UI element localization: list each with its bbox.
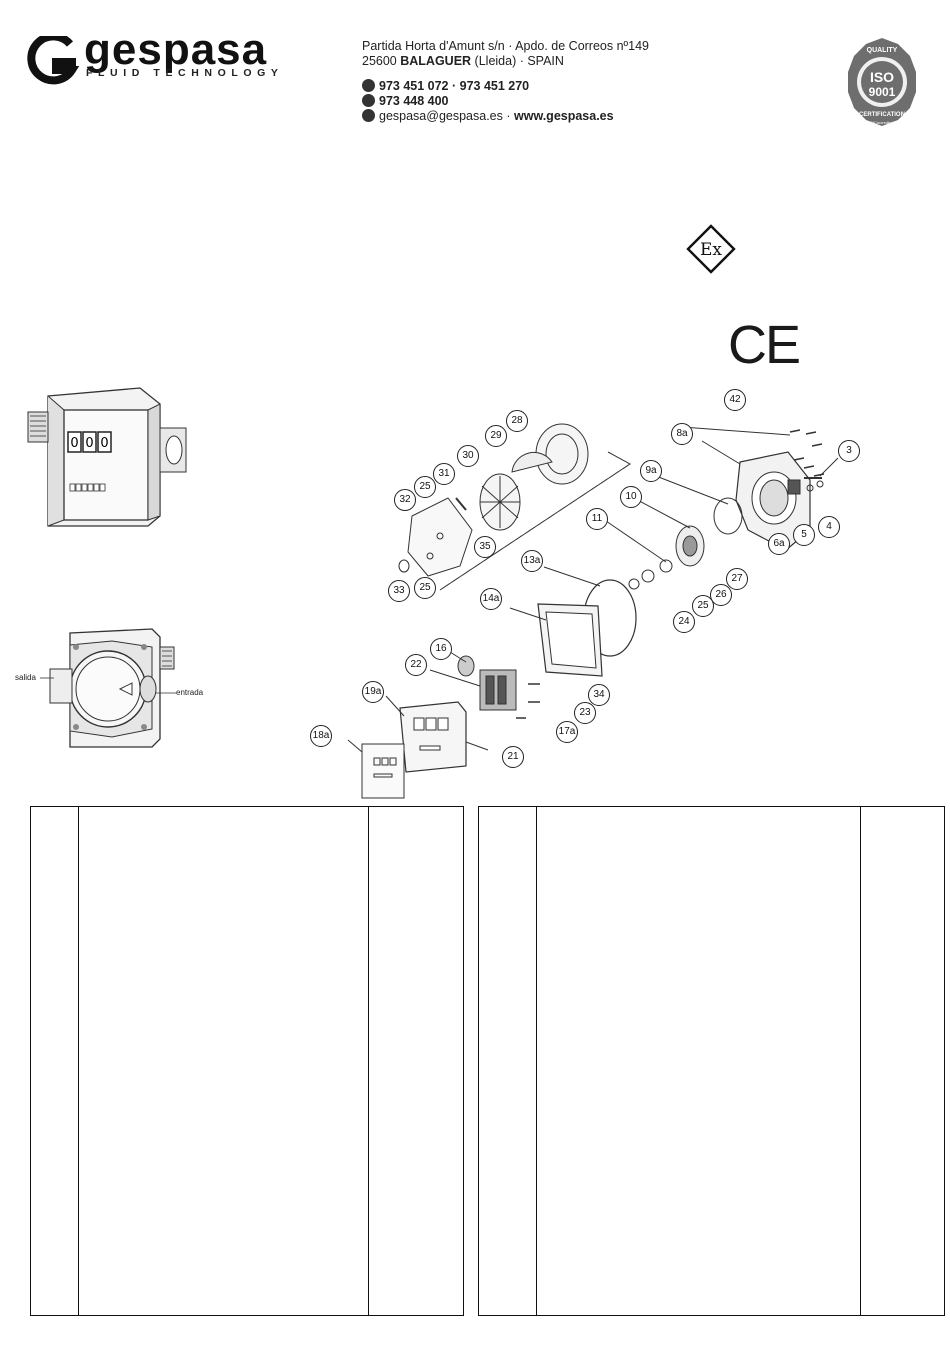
callout-16: 16: [430, 638, 452, 660]
callout-24: 24: [673, 611, 695, 633]
iso-top-text: QUALITY: [867, 47, 898, 54]
callout-25-b: 25: [692, 595, 714, 617]
callout-33: 33: [388, 580, 410, 602]
callout-17a: 17a: [556, 721, 578, 743]
svg-text:0: 0: [85, 436, 93, 451]
callout-22: 22: [405, 654, 427, 676]
ce-mark-icon: CE: [728, 315, 801, 375]
callout-5: 5: [793, 524, 815, 546]
callout-34: 34: [588, 684, 610, 706]
iso-number: 9001: [869, 85, 896, 99]
entrada-label: entrada: [176, 688, 204, 697]
email-icon: [362, 109, 375, 122]
callout-10: 10: [620, 486, 642, 508]
callout-35: 35: [474, 536, 496, 558]
callout-14a: 14a: [480, 588, 502, 610]
svg-text:Ex: Ex: [700, 240, 722, 260]
callout-28: 28: [506, 410, 528, 432]
parts-table-right: [478, 806, 945, 1316]
callout-19a: 19a: [362, 681, 384, 703]
meter-front-view: 0 0 0: [27, 387, 187, 527]
callout-9a: 9a: [640, 460, 662, 482]
table-divider: [860, 807, 861, 1315]
table-divider: [536, 807, 537, 1315]
callout-11: 11: [586, 508, 608, 530]
iso-footer-text: by EMCaccredited Co.: [864, 121, 900, 125]
callout-25-c: 25: [414, 577, 436, 599]
callout-23: 23: [574, 702, 596, 724]
table-divider: [368, 807, 369, 1315]
iso-9001-badge-icon: QUALITY ISO 9001 CERTIFICATION by EMCacc…: [848, 38, 916, 126]
brand-name: gespasa: [84, 25, 268, 74]
exploded-parts-diagram: [347, 423, 839, 799]
callout-27: 27: [726, 568, 748, 590]
callout-8a: 8a: [671, 423, 693, 445]
meter-side-view: [40, 628, 176, 748]
iso-bottom-text: CERTIFICATION: [859, 112, 905, 118]
address-line-1: Partida Horta d'Amunt s/n · Apdo. de Cor…: [362, 39, 649, 53]
callout-31: 31: [433, 463, 455, 485]
salida-label: salida: [15, 673, 36, 682]
gespasa-logo-icon: [27, 36, 80, 85]
iso-text: ISO: [870, 69, 894, 85]
parts-table-left: [30, 806, 464, 1316]
callout-30: 30: [457, 445, 479, 467]
callout-4: 4: [818, 516, 840, 538]
svg-text:0: 0: [70, 436, 78, 451]
phone-icon: [362, 79, 375, 92]
callout-42: 42: [724, 389, 746, 411]
address-line-2: 25600 BALAGUER (Lleida) · SPAIN: [362, 54, 564, 68]
callout-29: 29: [485, 425, 507, 447]
callout-13a: 13a: [521, 550, 543, 572]
address-city: BALAGUER: [400, 54, 472, 68]
ex-atex-mark-icon: Ex: [686, 224, 736, 274]
callout-3: 3: [838, 440, 860, 462]
callout-21: 21: [502, 746, 524, 768]
meter-digits: 0 0 0: [70, 436, 108, 451]
fax-icon: [362, 94, 375, 107]
table-divider: [78, 807, 79, 1315]
email-link[interactable]: gespasa@gespasa.es ·: [379, 109, 514, 123]
email-line: gespasa@gespasa.es · www.gespasa.es: [362, 109, 614, 123]
callout-6a: 6a: [768, 533, 790, 555]
callout-18a: 18a: [310, 725, 332, 747]
website-link[interactable]: www.gespasa.es: [514, 109, 614, 123]
callout-25-a: 25: [414, 476, 436, 498]
svg-text:0: 0: [100, 436, 108, 451]
phone-line: 973 451 072 · 973 451 270: [362, 79, 529, 93]
fax-line: 973 448 400: [362, 94, 449, 108]
brand-tagline: FLUID TECHNOLOGY: [86, 67, 284, 79]
callout-26: 26: [710, 584, 732, 606]
callout-32: 32: [394, 489, 416, 511]
